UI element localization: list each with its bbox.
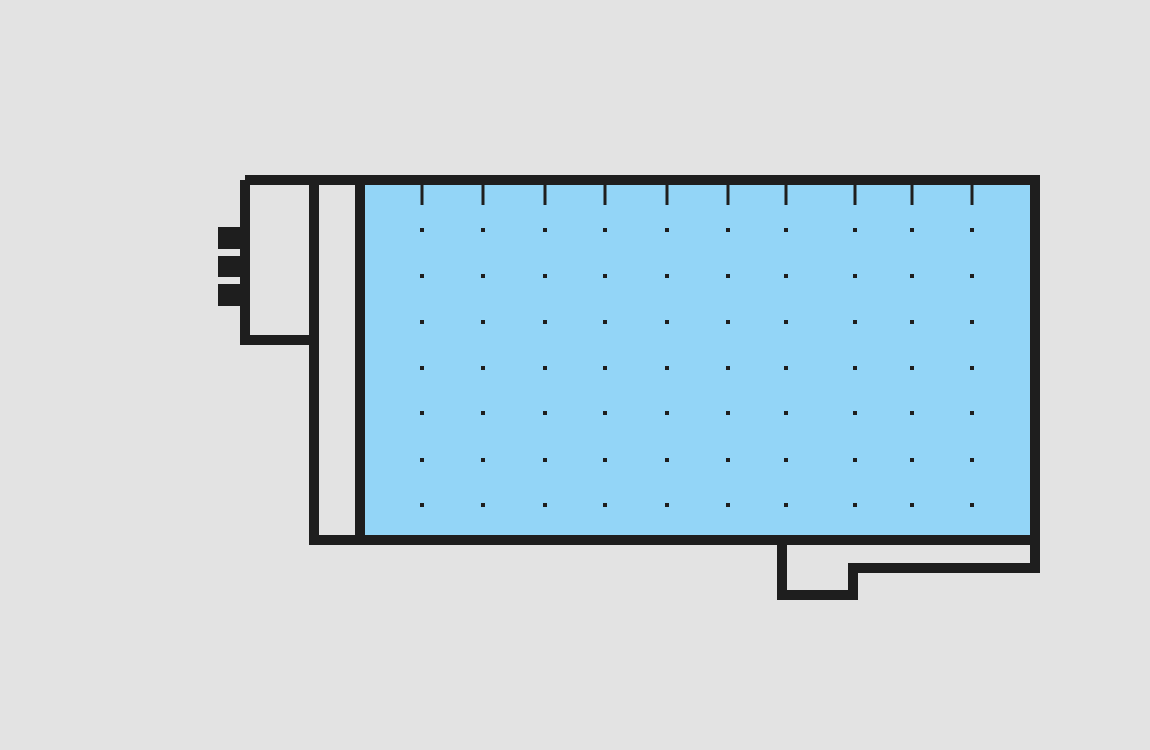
lane-dot [726,228,730,232]
lane-dot [665,228,669,232]
lane-dot [853,366,857,370]
lane-dot [420,503,424,507]
lane-tick [726,185,730,205]
lane-dot [543,274,547,278]
lane-dot [784,228,788,232]
lane-dot [665,458,669,462]
lane-tick [784,185,788,205]
step [218,284,242,306]
lane-dot [543,366,547,370]
walls [240,175,1040,600]
lane-dot [970,366,974,370]
lane-dot [543,411,547,415]
lane-dot [910,228,914,232]
lane-dot [420,274,424,278]
lane-dot [784,320,788,324]
lane-tick [543,185,547,205]
lane-dot [481,228,485,232]
lane-dot [910,411,914,415]
lane-dot [784,411,788,415]
lane-dot [543,458,547,462]
lane-dot [543,228,547,232]
lane-dot [603,274,607,278]
lane-dot [970,228,974,232]
lane-dot [420,366,424,370]
lane-dot [420,458,424,462]
lane-dot [910,458,914,462]
lane-tick [420,185,424,205]
lane-dot [603,366,607,370]
lane-dot [420,320,424,324]
lane-dot [726,274,730,278]
lane-dot [603,458,607,462]
lane-dot [603,503,607,507]
lane-dot [665,503,669,507]
lane-dot [543,320,547,324]
lane-dot [481,274,485,278]
lane-tick [853,185,857,205]
lane-dot [481,320,485,324]
lane-dot [665,411,669,415]
lane-dot [970,320,974,324]
lane-dot [853,411,857,415]
lane-tick [481,185,485,205]
lane-dot [481,458,485,462]
lane-dot [784,366,788,370]
lane-dot [481,503,485,507]
lane-dot [665,274,669,278]
lane-dot [853,458,857,462]
lane-tick [970,185,974,205]
step [218,227,242,249]
lane-dot [665,320,669,324]
lane-dot [970,503,974,507]
lane-dot [853,320,857,324]
lane-dot [784,503,788,507]
lane-tick [910,185,914,205]
lane-dot [970,458,974,462]
lane-dot [970,411,974,415]
lane-tick [603,185,607,205]
lane-dot [970,274,974,278]
lane-dot [910,366,914,370]
step [218,256,242,277]
pool-water [365,185,1030,535]
lane-dot [726,320,730,324]
lane-dot [910,503,914,507]
lane-dot [784,458,788,462]
lane-dot [726,458,730,462]
side-room-wall [240,180,314,345]
lane-dot [603,411,607,415]
entry-steps [218,227,242,306]
lane-dot [853,274,857,278]
lane-dot [420,411,424,415]
lane-dot [543,503,547,507]
lane-dot [853,503,857,507]
lane-dot [481,411,485,415]
lane-markers [420,185,974,507]
lane-dot [726,411,730,415]
lane-dot [420,228,424,232]
lane-dot [665,366,669,370]
lane-tick [665,185,669,205]
lane-dot [726,503,730,507]
lower-annex-wall [777,540,1040,600]
lane-dot [603,228,607,232]
lane-dot [853,228,857,232]
lane-dot [910,274,914,278]
lane-dot [603,320,607,324]
lane-dot [784,274,788,278]
lane-dot [910,320,914,324]
lane-dot [481,366,485,370]
lane-dot [726,366,730,370]
